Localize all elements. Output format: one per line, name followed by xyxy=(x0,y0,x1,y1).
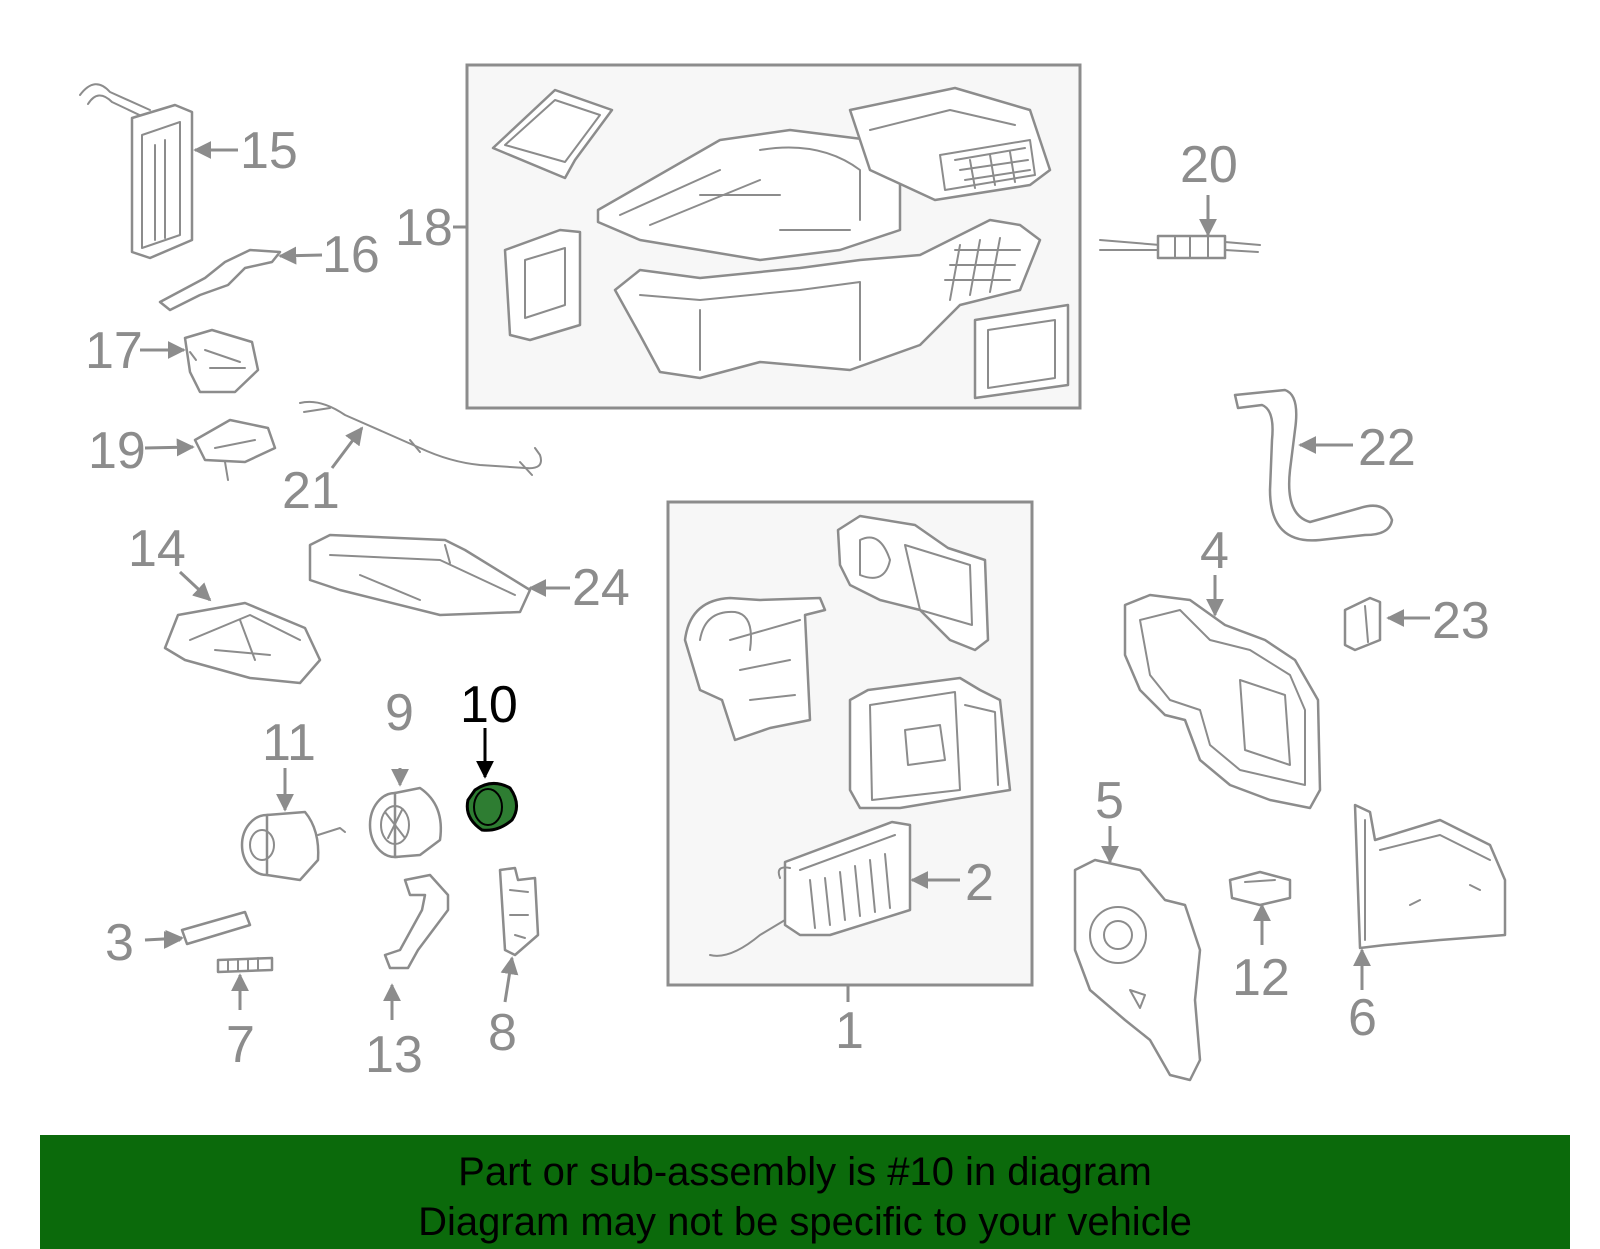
callout-7[interactable]: 7 xyxy=(226,1016,255,1074)
part-20-fitting[interactable] xyxy=(1099,234,1261,260)
part-18-housing[interactable] xyxy=(491,86,1070,400)
part-22-hose[interactable] xyxy=(1233,388,1394,542)
part-1-assembly[interactable] xyxy=(683,514,1012,957)
part-6-bracket[interactable] xyxy=(1353,803,1507,950)
callout-11[interactable]: 11 xyxy=(262,714,316,772)
callout-18[interactable]: 18 xyxy=(395,199,453,257)
part-24-duct[interactable] xyxy=(308,533,532,617)
banner-line-2: Diagram may not be specific to your vehi… xyxy=(418,1200,1192,1244)
callout-24[interactable]: 24 xyxy=(572,559,630,617)
callout-14[interactable]: 14 xyxy=(128,520,186,578)
callout-12[interactable]: 12 xyxy=(1232,949,1290,1007)
callout-5[interactable]: 5 xyxy=(1095,772,1124,830)
callout-labels: 15 16 17 18 19 20 21 22 4 23 14 24 11 9 … xyxy=(85,122,1490,1084)
part-17-actuator[interactable] xyxy=(183,328,260,394)
callout-22[interactable]: 22 xyxy=(1358,419,1416,477)
part-4-case[interactable] xyxy=(1123,593,1322,810)
leader-lines xyxy=(140,141,1430,1020)
part-11-motor[interactable] xyxy=(240,810,346,882)
callout-9[interactable]: 9 xyxy=(385,684,414,742)
part-10-seal[interactable] xyxy=(465,782,518,832)
callout-10[interactable]: 10 xyxy=(460,676,518,734)
part-23-clip[interactable] xyxy=(1343,596,1382,652)
callout-17[interactable]: 17 xyxy=(85,322,143,380)
banner-line-1: Part or sub-assembly is #10 in diagram xyxy=(458,1150,1152,1194)
part-5-scroll[interactable] xyxy=(1073,858,1202,1082)
callout-1[interactable]: 1 xyxy=(835,1002,864,1060)
callout-13[interactable]: 13 xyxy=(365,1026,423,1084)
part-8-bracket[interactable] xyxy=(498,866,540,957)
callout-6[interactable]: 6 xyxy=(1348,989,1377,1047)
callout-16[interactable]: 16 xyxy=(322,226,380,284)
part-15-heater-core[interactable] xyxy=(79,83,194,260)
part-3-resistor[interactable] xyxy=(180,910,252,946)
part-16-bracket[interactable] xyxy=(158,248,282,312)
part-14-housing[interactable] xyxy=(163,601,322,685)
callout-2[interactable]: 2 xyxy=(965,854,994,912)
callout-19[interactable]: 19 xyxy=(88,422,146,480)
callout-4[interactable]: 4 xyxy=(1200,522,1229,580)
callout-3[interactable]: 3 xyxy=(105,914,134,972)
part-12-bracket[interactable] xyxy=(1228,870,1292,907)
callout-21[interactable]: 21 xyxy=(282,462,340,520)
part-9-wheel[interactable] xyxy=(368,786,443,859)
part-13-strap[interactable] xyxy=(383,873,450,970)
info-banner: Part or sub-assembly is #10 in diagram D… xyxy=(40,1135,1570,1249)
callout-8[interactable]: 8 xyxy=(488,1004,517,1062)
part-21-harness[interactable] xyxy=(299,400,542,476)
part-19-actuator[interactable] xyxy=(193,418,277,481)
callout-23[interactable]: 23 xyxy=(1432,592,1490,650)
callout-15[interactable]: 15 xyxy=(240,122,298,180)
part-7-clip[interactable] xyxy=(216,956,274,974)
callout-20[interactable]: 20 xyxy=(1180,136,1238,194)
